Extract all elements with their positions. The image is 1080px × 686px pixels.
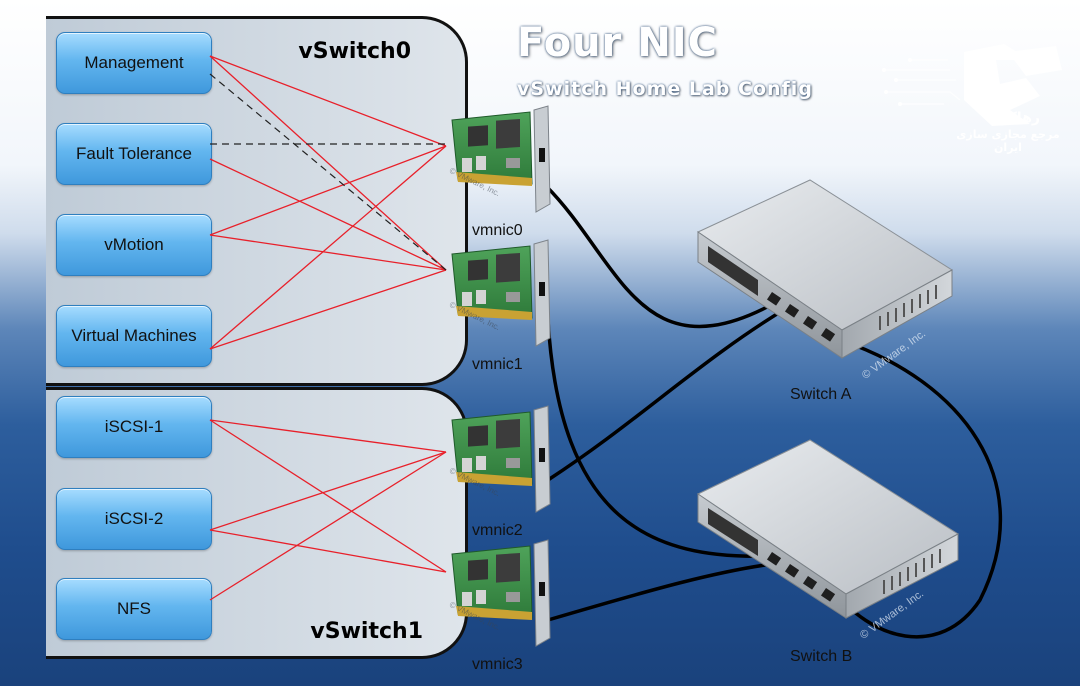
vswitch1-active-links <box>209 419 447 601</box>
network-cables <box>544 184 1003 639</box>
portgroup-vmotion[interactable]: vMotion <box>56 214 212 276</box>
vmnic3-label: vmnic3 <box>472 656 523 673</box>
vmnic1-card <box>451 239 551 347</box>
portgroup-fault-tolerance[interactable]: Fault Tolerance <box>56 123 212 185</box>
vswitch0-active-links <box>209 55 447 350</box>
vmnic2-label: vmnic2 <box>472 522 523 539</box>
switch-a-device <box>696 179 953 359</box>
logo-name: رهاکو <box>1000 110 1040 126</box>
page-title: Four NIC <box>517 20 719 66</box>
rahaco-logo-icon <box>882 44 1062 126</box>
vmnic1-label: vmnic1 <box>472 356 523 373</box>
switch-a-label: Switch A <box>790 386 852 403</box>
vswitch0-standby-links <box>209 73 447 271</box>
portgroup-virtual-machines[interactable]: Virtual Machines <box>56 305 212 367</box>
portgroup-iscsi-1[interactable]: iSCSI-1 <box>56 396 212 458</box>
logo-tagline: مرجع مجازی سازی ایران <box>956 128 1060 154</box>
portgroup-management[interactable]: Management <box>56 32 212 94</box>
switch-b-device <box>696 439 959 619</box>
page-subtitle: vSwitch Home Lab Config <box>517 78 813 100</box>
vmnic2-card <box>451 405 551 513</box>
vmnic0-card <box>451 105 551 213</box>
portgroup-nfs[interactable]: NFS <box>56 578 212 640</box>
vmnic3-card <box>451 539 551 647</box>
vswitch0-title: vSwitch0 <box>298 39 411 64</box>
switch-b-label: Switch B <box>790 648 853 665</box>
vmnic0-label: vmnic0 <box>472 222 523 239</box>
portgroup-iscsi-2[interactable]: iSCSI-2 <box>56 488 212 550</box>
vswitch1-title: vSwitch1 <box>310 619 423 644</box>
